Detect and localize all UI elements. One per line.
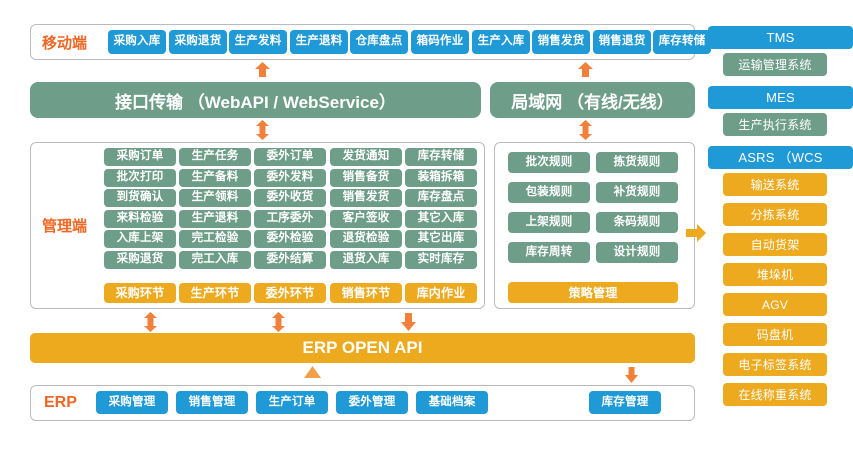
erp-item-1[interactable]: 采购管理 (96, 391, 168, 414)
mobile-item-7[interactable]: 生产入库 (472, 30, 530, 54)
mgmt-footer-5[interactable]: 库内作业 (405, 283, 477, 303)
right-group-item-3-2[interactable]: 分拣系统 (723, 203, 827, 226)
erp-item-2[interactable]: 销售管理 (176, 391, 248, 414)
management-panel-label: 管理端 (42, 217, 88, 235)
mgmt-item-c3-r1[interactable]: 委外订单 (254, 148, 326, 166)
mobile-item-9[interactable]: 销售退货 (593, 30, 651, 54)
mgmt-item-c2-r1[interactable]: 生产任务 (179, 148, 251, 166)
right-group-header-1[interactable]: TMS (708, 26, 853, 49)
arrow-down-mgmt-c (400, 313, 417, 331)
mobile-item-3[interactable]: 生产发料 (229, 30, 287, 54)
mgmt-item-c3-r2[interactable]: 委外发料 (254, 169, 326, 187)
rule-item-r4-c1[interactable]: 库存周转 (508, 242, 590, 263)
mgmt-item-c1-r4[interactable]: 来料检验 (104, 210, 176, 228)
mgmt-item-c4-r1[interactable]: 发货通知 (330, 148, 402, 166)
right-group-item-3-7[interactable]: 电子标签系统 (723, 353, 827, 376)
mobile-item-6[interactable]: 箱码作业 (411, 30, 469, 54)
mgmt-item-c2-r4[interactable]: 生产退料 (179, 210, 251, 228)
right-group-item-3-6[interactable]: 码盘机 (723, 323, 827, 346)
mgmt-item-c2-r6[interactable]: 完工入库 (179, 251, 251, 269)
mobile-item-1[interactable]: 采购入库 (108, 30, 166, 54)
arrow-updown-mgmt-a (142, 312, 159, 332)
mgmt-item-c2-r2[interactable]: 生产备料 (179, 169, 251, 187)
lan-banner: 局域网 （有线/无线） (490, 82, 695, 118)
mgmt-item-c1-r1[interactable]: 采购订单 (104, 148, 176, 166)
right-group-item-1-1[interactable]: 运输管理系统 (723, 53, 827, 76)
arrow-down-api-right (624, 367, 639, 383)
mgmt-item-c2-r3[interactable]: 生产领料 (179, 189, 251, 207)
mobile-item-4[interactable]: 生产退料 (290, 30, 348, 54)
rule-item-r3-c2[interactable]: 条码规则 (596, 212, 678, 233)
mgmt-item-c5-r5[interactable]: 其它出库 (405, 230, 477, 248)
mgmt-item-c2-r5[interactable]: 完工检验 (179, 230, 251, 248)
arrow-updown-mgmt-b (270, 312, 287, 332)
right-group-item-2-1[interactable]: 生产执行系统 (723, 113, 827, 136)
arrow-right-rules-to-devices (686, 224, 706, 242)
mgmt-item-c3-r3[interactable]: 委外收货 (254, 189, 326, 207)
mgmt-item-c5-r1[interactable]: 库存转储 (405, 148, 477, 166)
arrow-up-api-to-erp (304, 366, 321, 378)
mgmt-footer-2[interactable]: 生产环节 (179, 283, 251, 303)
mobile-item-8[interactable]: 销售发货 (532, 30, 590, 54)
rule-item-r1-c1[interactable]: 批次规则 (508, 152, 590, 173)
mobile-item-5[interactable]: 仓库盘点 (350, 30, 408, 54)
rule-item-r3-c1[interactable]: 上架规则 (508, 212, 590, 233)
erp-item-3[interactable]: 生产订单 (256, 391, 328, 414)
mobile-item-10[interactable]: 库存转储 (653, 30, 711, 54)
rule-item-r2-c1[interactable]: 包装规则 (508, 182, 590, 203)
mgmt-item-c3-r6[interactable]: 委外结算 (254, 251, 326, 269)
arrow-up-mobile-left (254, 62, 271, 77)
right-group-header-3[interactable]: ASRS （WCS (708, 146, 853, 169)
right-group-item-3-5[interactable]: AGV (723, 293, 827, 316)
rule-item-r4-c2[interactable]: 设计规则 (596, 242, 678, 263)
right-group-item-3-3[interactable]: 自动货架 (723, 233, 827, 256)
right-group-header-2[interactable]: MES (708, 86, 853, 109)
erp-item-5[interactable]: 基础档案 (416, 391, 488, 414)
rule-item-r2-c2[interactable]: 补货规则 (596, 182, 678, 203)
interface-transmission-banner: 接口传输 （WebAPI / WebService） (30, 82, 481, 118)
mgmt-item-c4-r4[interactable]: 客户签收 (330, 210, 402, 228)
right-group-item-3-4[interactable]: 堆垛机 (723, 263, 827, 286)
mgmt-item-c5-r2[interactable]: 装箱拆箱 (405, 169, 477, 187)
mgmt-footer-4[interactable]: 销售环节 (330, 283, 402, 303)
mgmt-item-c5-r3[interactable]: 库存盘点 (405, 189, 477, 207)
mgmt-item-c4-r3[interactable]: 销售发货 (330, 189, 402, 207)
mgmt-item-c5-r6[interactable]: 实时库存 (405, 251, 477, 269)
mgmt-footer-3[interactable]: 委外环节 (254, 283, 326, 303)
arrow-up-mobile-right (577, 62, 594, 77)
mgmt-item-c3-r4[interactable]: 工序委外 (254, 210, 326, 228)
erp-item-4[interactable]: 委外管理 (336, 391, 408, 414)
mgmt-item-c4-r5[interactable]: 退货检验 (330, 230, 402, 248)
rule-item-r1-c2[interactable]: 拣货规则 (596, 152, 678, 173)
mobile-item-2[interactable]: 采购退货 (169, 30, 227, 54)
mgmt-item-c3-r5[interactable]: 委外检验 (254, 230, 326, 248)
mgmt-item-c5-r4[interactable]: 其它入库 (405, 210, 477, 228)
arrow-updown-interface-left (254, 120, 271, 140)
mgmt-footer-1[interactable]: 采购环节 (104, 283, 176, 303)
erp-open-api-bar: ERP OPEN API (30, 333, 695, 363)
mobile-panel-label: 移动端 (42, 34, 88, 52)
erp-panel-label: ERP (44, 394, 77, 411)
arrow-updown-interface-right (577, 120, 594, 140)
mgmt-item-c1-r6[interactable]: 采购退货 (104, 251, 176, 269)
mgmt-item-c4-r2[interactable]: 销售备货 (330, 169, 402, 187)
right-group-item-3-1[interactable]: 输送系统 (723, 173, 827, 196)
right-group-item-3-8[interactable]: 在线称重系统 (723, 383, 827, 406)
erp-item-inventory[interactable]: 库存管理 (589, 391, 661, 414)
rules-footer[interactable]: 策略管理 (508, 282, 678, 303)
mgmt-item-c4-r6[interactable]: 退货入库 (330, 251, 402, 269)
mgmt-item-c1-r3[interactable]: 到货确认 (104, 189, 176, 207)
mgmt-item-c1-r2[interactable]: 批次打印 (104, 169, 176, 187)
mgmt-item-c1-r5[interactable]: 入库上架 (104, 230, 176, 248)
